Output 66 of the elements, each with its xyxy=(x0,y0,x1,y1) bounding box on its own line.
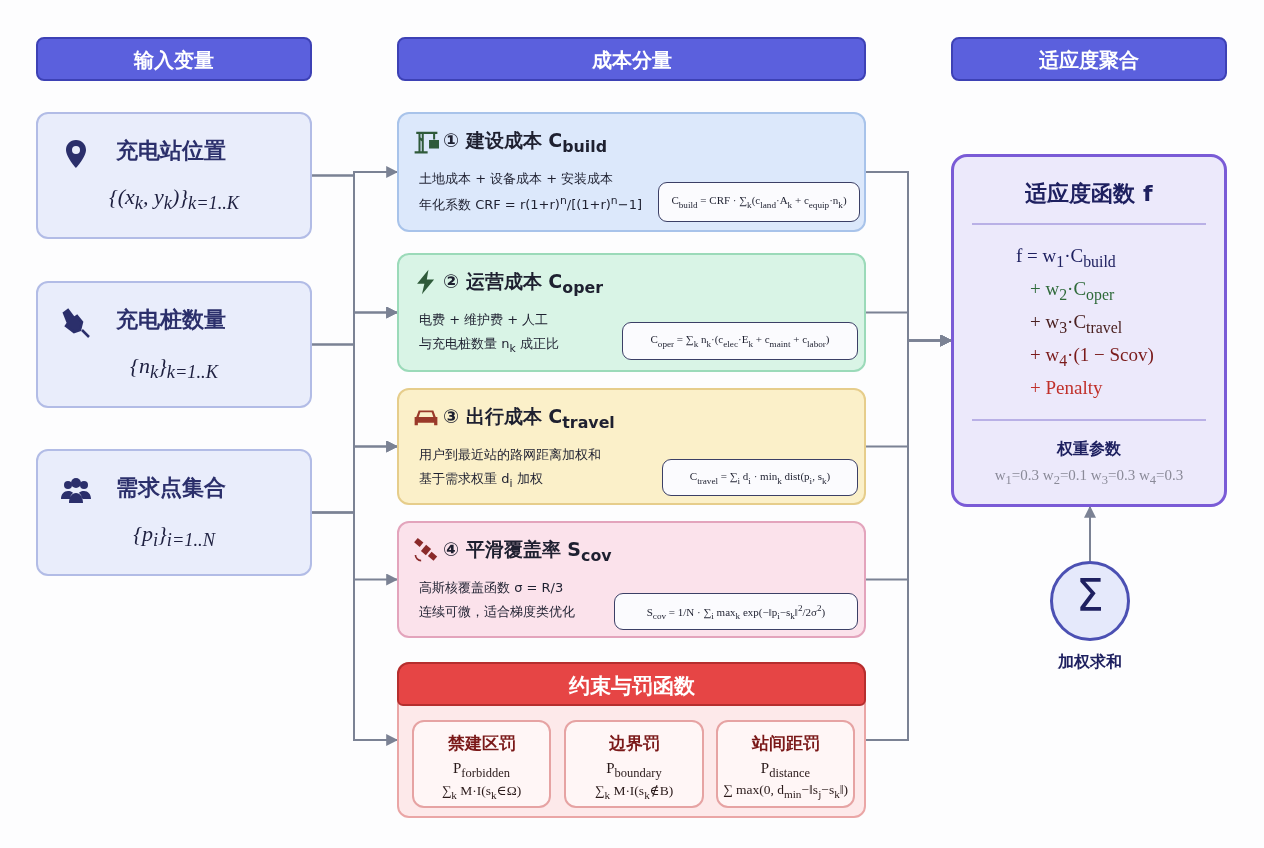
formula: C$_{oper}$ = ∑$_{k}$ n$_{k}$·(c$_{elec}$·E$_{k}$ + c$_{maint}$ + c$_{labor}$) xyxy=(649,333,831,349)
formula-box xyxy=(658,182,860,222)
fitness-card xyxy=(951,154,1227,507)
card-title: 充电桩数量 xyxy=(116,306,226,334)
connector-arrow xyxy=(311,511,399,746)
formula-box xyxy=(614,593,858,630)
sigma-symbol: Σ xyxy=(1075,570,1105,621)
formula: S$_{cov}$ = 1/N · ∑$_{i}$ max$_{k}$ exp(−‖p$_{i}$−s$_{k}$‖$^{2}$/2σ$^{2}$) xyxy=(645,602,827,621)
variable-set: {(x$_{k}$, y$_{k}$)}$_{k=1..K}$ xyxy=(107,184,241,215)
cost-description: 电费 + 维护费 + 人工 xyxy=(419,311,549,329)
cost-card xyxy=(397,388,866,505)
cost-card xyxy=(397,112,866,232)
penalty-card xyxy=(716,720,855,808)
penalty-title: 禁建区罚 xyxy=(446,732,517,755)
constraint-card xyxy=(397,662,866,818)
section-title: 适应度聚合 xyxy=(1038,47,1140,74)
formula-line: + w$_{3}$·C$_{travel}$ xyxy=(1030,311,1123,337)
cost-title: ② 运营成本 C$_{oper}$ xyxy=(443,269,603,297)
fitness-title: 适应度函数 f xyxy=(1024,180,1154,208)
card-title: 需求点集合 xyxy=(116,474,226,502)
penalty-formula: ∑$_{k}$ M·I(s$_{k}$∉B) xyxy=(593,782,675,801)
cost-card xyxy=(397,521,866,638)
variable-set: {p$_{i}$}$_{i=1..N}$ xyxy=(132,521,217,552)
formula-box xyxy=(662,459,858,496)
weights-title: 权重参数 xyxy=(1055,439,1122,460)
section-title: 成本分量 xyxy=(590,47,673,74)
penalty-title: 边界罚 xyxy=(607,732,661,755)
connector-arrow xyxy=(1084,505,1096,562)
penalty-card xyxy=(412,720,551,808)
penalty-symbol: P$_{boundary}$ xyxy=(605,760,663,781)
penalty-formula: ∑ max(0, d$_{min}$−‖s$_{j}$−s$_{k}$‖) xyxy=(721,782,850,800)
cost-title: ① 建设成本 C$_{build}$ xyxy=(443,128,608,156)
cost-title: ④ 平滑覆盖率 S$_{cov}$ xyxy=(443,537,612,565)
penalty-title: 站间距罚 xyxy=(750,732,821,755)
weights-values: w$_{1}$=0.3 w$_{2}$=0.1 w$_{3}$=0.3 w$_{4}$=0.3 xyxy=(993,467,1185,488)
node-label: 加权求和 xyxy=(1057,652,1123,673)
section-title: 输入变量 xyxy=(132,47,215,74)
formula-line: + w$_{4}$·(1 − Scov) xyxy=(1030,344,1154,370)
cost-description: 土地成本 + 设备成本 + 安装成本 xyxy=(419,170,614,188)
penalty-formula: ∑$_{k}$ M·I(s$_{k}$∈Ω) xyxy=(440,782,523,801)
formula-line: f = w$_{1}$·C$_{build}$ xyxy=(1016,245,1116,271)
section-header xyxy=(951,37,1227,81)
cost-title: ③ 出行成本 C$_{travel}$ xyxy=(443,404,615,432)
penalty-symbol: P$_{distance}$ xyxy=(759,760,812,781)
penalty-symbol: P$_{forbidden}$ xyxy=(452,760,511,781)
cost-card xyxy=(397,253,866,372)
formula: C$_{build}$ = CRF · ∑$_{k}$(c$_{land}$·A$_{k}$ + c$_{equip}$·n$_{k}$) xyxy=(670,194,848,210)
formula-line: + w$_{2}$·C$_{oper}$ xyxy=(1030,278,1115,304)
variable-set: {n$_{k}$}$_{k=1..K}$ xyxy=(129,353,220,384)
formula: C$_{travel}$ = ∑$_{i}$ d$_{i}$ · min$_{k}$ dist(p$_{i}$, s$_{k}$) xyxy=(688,469,832,486)
formula-line: + Penalty xyxy=(1030,377,1103,399)
cost-description: 用户到最近站的路网距离加权和 xyxy=(419,446,601,464)
penalty-card xyxy=(564,720,704,808)
cost-description: 高斯核覆盖函数 σ = R/3 xyxy=(419,579,564,597)
section-title-band: 约束与罚函数 xyxy=(397,662,866,706)
section-header xyxy=(397,37,866,81)
input-card xyxy=(36,281,312,408)
section-header xyxy=(36,37,312,81)
input-card xyxy=(36,112,312,239)
cost-description: 年化系数 CRF = r(1+r)$^{n}$/[(1+r)$^{n}$−1] xyxy=(419,194,642,215)
cost-description: 基于需求权重 d$_{i}$ 加权 xyxy=(419,470,543,490)
card-title: 充电站位置 xyxy=(116,137,226,165)
cost-description: 与充电桩数量 n$_{k}$ 成正比 xyxy=(419,335,559,355)
cost-description: 连续可微，适合梯度类优化 xyxy=(419,603,575,621)
input-card xyxy=(36,449,312,576)
formula-box xyxy=(622,322,858,360)
